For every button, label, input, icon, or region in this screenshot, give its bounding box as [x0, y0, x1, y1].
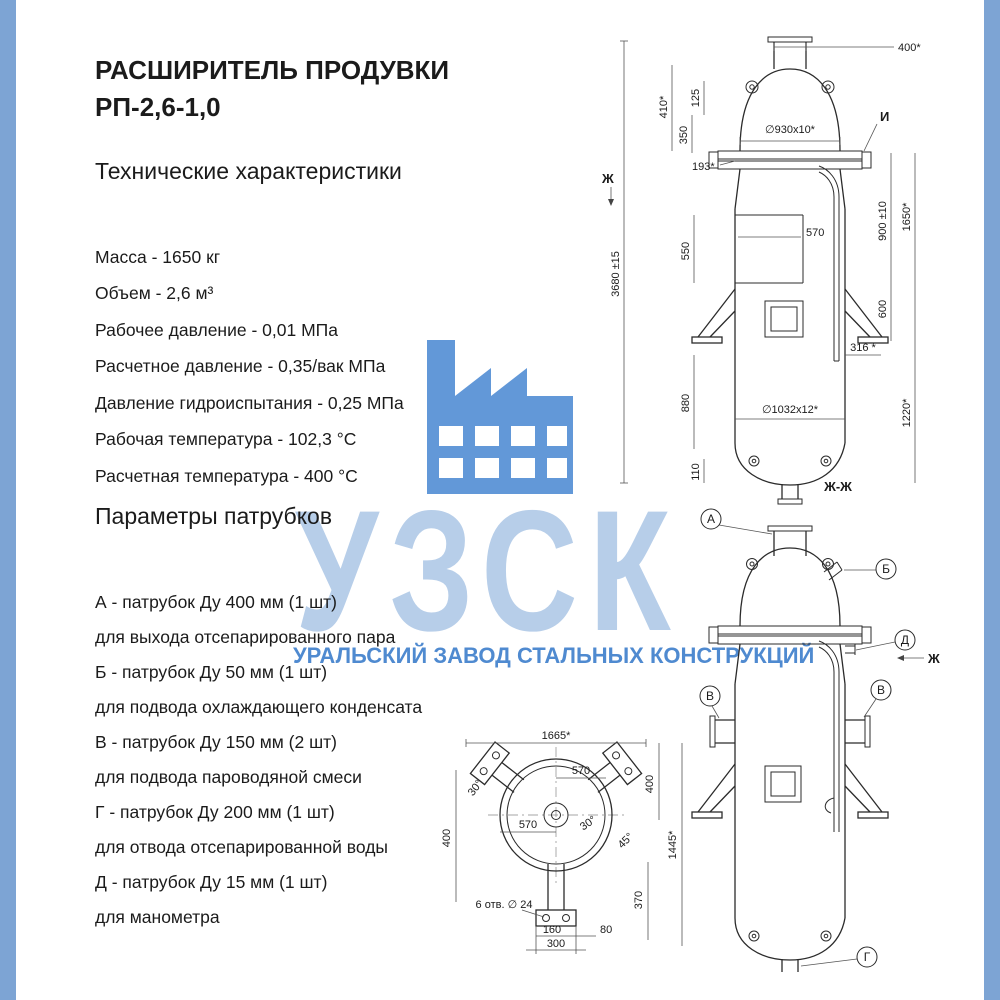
svg-text:В: В: [706, 689, 714, 703]
nozzle-desc: для выхода отсепарированного пара: [95, 627, 396, 647]
support-leg: [587, 741, 643, 793]
nozzles-heading: Параметры патрубков: [95, 503, 333, 529]
svg-text:Д: Д: [901, 633, 909, 647]
callout-g: Г: [800, 946, 878, 968]
dim-label: 125: [690, 89, 702, 107]
left-border-bar: [0, 0, 16, 1000]
svg-text:В: В: [877, 683, 885, 697]
callout-v-left: В: [699, 685, 721, 719]
dim-label: 570: [572, 765, 590, 777]
nozzles-list: А - патрубок Ду 400 мм (1 шт) для выхода…: [95, 585, 422, 935]
dimension-lines: 1665* 570 400 30° 30° 570 400 45° 1445* …: [441, 730, 683, 954]
dim-label: 110: [690, 463, 702, 481]
watermark-tagline: УРАЛЬСКИЙ ЗАВОД СТАЛЬНЫХ КОНСТРУКЦИЙ: [293, 643, 815, 668]
dim-label: 30°: [466, 778, 486, 799]
dim-label: 30°: [578, 814, 599, 833]
spec-item: Расчетное давление - 0,35/вак МПа: [95, 356, 386, 377]
spec-item: Рабочая температура - 102,3 °С: [95, 429, 357, 450]
dim-label: 80: [600, 924, 612, 936]
vessel-outline: [691, 36, 889, 505]
dim-label: 6 отв. ∅ 24: [476, 899, 533, 911]
side-view-drawing: А Б Д В В Г Ж: [691, 508, 940, 972]
section-arrow-zh: Ж: [897, 651, 940, 666]
nozzle-label: Б - патрубок Ду 50 мм (1 шт): [95, 662, 328, 682]
spec-item: Давление гидроиспытания - 0,25 МПа: [95, 392, 404, 413]
callout-v-right: В: [863, 679, 892, 718]
nozzle-label: Г - патрубок Ду 200 мм (1 шт): [95, 802, 335, 822]
vessel-outline: [691, 525, 889, 972]
spec-item: Расчетная температура - 400 °С: [95, 465, 358, 486]
dim-label: 900 ±10: [877, 201, 889, 241]
dim-label: 316 *: [850, 342, 876, 354]
shell-top-view: [488, 747, 624, 883]
section-label: Ж-Ж: [823, 479, 852, 494]
spec-item: Объем - 2,6 м³: [95, 283, 214, 304]
svg-text:Ж: Ж: [927, 651, 940, 666]
callout-b: Б: [844, 558, 897, 580]
dim-label: 370: [633, 891, 645, 909]
svg-text:Г: Г: [864, 950, 871, 964]
top-view-drawing: 1665* 570 400 30° 30° 570 400 45° 1445* …: [441, 730, 683, 954]
watermark-logo: УЗСК: [295, 475, 682, 667]
nozzle-label: Д - патрубок Ду 15 мм (1 шт): [95, 872, 328, 892]
nozzle-label: В - патрубок Ду 150 мм (2 шт): [95, 732, 337, 752]
dim-label: ∅930х10*: [765, 124, 816, 136]
dim-label: 880: [680, 394, 692, 412]
svg-text:Б: Б: [882, 562, 890, 576]
dim-label: 570: [519, 819, 537, 831]
section-marker: И: [880, 109, 889, 124]
page-title: РАСШИРИТЕЛЬ ПРОДУВКИ РП-2,6-1,0: [95, 52, 449, 126]
nozzle-desc: для манометра: [95, 907, 220, 927]
front-view-drawing: 3680 ±15 410* 125 350 193* Ж 550 880 110…: [601, 36, 921, 505]
dim-label: 400: [441, 829, 453, 847]
factory-icon: [427, 340, 573, 494]
section-marker: Ж: [601, 171, 614, 186]
dim-label: 45°: [616, 831, 636, 851]
nozzle-desc: для отвода отсепарированной воды: [95, 837, 388, 857]
spec-item: Масса - 1650 кг: [95, 246, 221, 267]
dim-label: 1445*: [667, 830, 679, 859]
callout-d: Д: [855, 629, 916, 651]
dim-label: 3680 ±15: [610, 251, 622, 297]
callout-a: А: [700, 508, 773, 535]
nozzle-callouts: А Б Д В В Г Ж: [699, 508, 940, 968]
dim-label: 400*: [898, 42, 921, 54]
nozzle-desc: для подвода пароводяной смеси: [95, 767, 362, 787]
dim-label: 1650*: [901, 202, 913, 231]
dim-label: 1220*: [901, 398, 913, 427]
dimension-lines: 3680 ±15 410* 125 350 193* Ж 550 880 110…: [601, 40, 921, 494]
dim-label: 193*: [692, 161, 715, 173]
right-border-bar: [984, 0, 1000, 1000]
support-leg: [469, 741, 525, 793]
dim-label: 160: [543, 924, 561, 936]
dim-label: ∅1032х12*: [762, 404, 819, 416]
dim-label: 550: [680, 242, 692, 260]
title-line-2: РП-2,6-1,0: [95, 92, 221, 122]
dim-label: 300: [547, 938, 565, 950]
specs-heading: Технические характеристики: [95, 158, 402, 184]
spec-item: Рабочее давление - 0,01 МПа: [95, 319, 338, 340]
svg-text:А: А: [707, 512, 715, 526]
specs-list: Масса - 1650 кг Объем - 2,6 м³ Рабочее д…: [95, 239, 404, 495]
nozzle-label: А - патрубок Ду 400 мм (1 шт): [95, 592, 337, 612]
dim-label: 570: [806, 227, 824, 239]
nozzle-desc: для подвода охлаждающего конденсата: [95, 697, 423, 717]
dim-label: 410*: [658, 95, 670, 118]
dim-label: 600: [877, 300, 889, 318]
dim-label: 400: [644, 775, 656, 793]
support-leg-bottom: [535, 864, 577, 927]
dim-label: 350: [678, 126, 690, 144]
dim-label: 1665*: [542, 730, 571, 742]
title-line-1: РАСШИРИТЕЛЬ ПРОДУВКИ: [95, 55, 450, 85]
